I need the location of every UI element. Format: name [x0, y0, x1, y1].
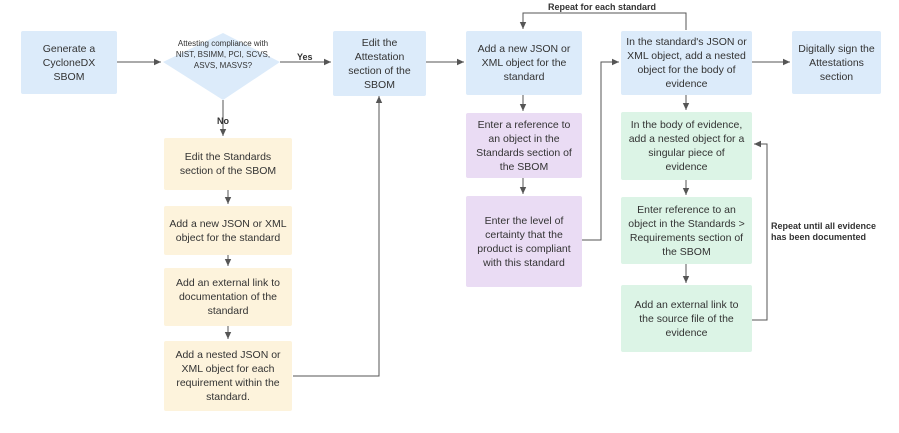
node-edit-attestation: Edit the Attestation section of the SBOM [333, 31, 426, 96]
node-edit-standards: Edit the Standards section of the SBOM [164, 138, 292, 190]
loop-repeat-each-standard [519, 12, 687, 30]
label-no: No [217, 116, 229, 126]
decision-text: Attesting compliance with NIST, BSIMM, P… [175, 39, 271, 70]
node-generate-sbom: Generate a CycloneDX SBOM [21, 31, 117, 94]
node-external-link-docs: Add an external link to documentation of… [164, 268, 292, 326]
node-nested-body-evidence: In the standard's JSON or XML object, ad… [621, 31, 752, 95]
loop-repeat-until-evidence [752, 140, 768, 321]
node-external-link-source: Add an external link to the source file … [621, 285, 752, 352]
node-enter-reference-standards: Enter a reference to an object in the St… [466, 113, 582, 178]
node-digitally-sign: Digitally sign the Attestations section [792, 31, 881, 94]
label-repeat-each-standard: Repeat for each standard [548, 2, 657, 12]
label-repeat-until-evidence: Repeat until all evidence has been docum… [771, 221, 877, 242]
node-add-json-standard-left: Add a new JSON or XML object for the sta… [164, 206, 292, 255]
label-yes: Yes [297, 52, 313, 62]
node-enter-certainty: Enter the level of certainty that the pr… [466, 196, 582, 287]
decision-diamond [163, 33, 280, 100]
node-body-evidence-piece: In the body of evidence, add a nested ob… [621, 112, 752, 180]
arrow-requirement-to-attestation [293, 96, 383, 377]
node-nested-requirement: Add a nested JSON or XML object for each… [164, 341, 292, 411]
node-enter-reference-requirements: Enter reference to an object in the Stan… [621, 197, 752, 264]
node-add-json-standard-right: Add a new JSON or XML object for the sta… [466, 31, 582, 95]
arrow-certainty-to-evidence [582, 58, 619, 241]
